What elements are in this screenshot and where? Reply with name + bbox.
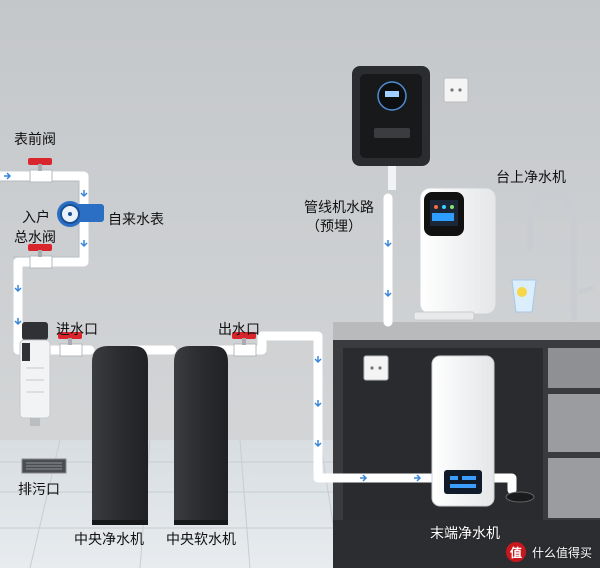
- wall-socket: [443, 77, 469, 103]
- kitchen-faucet: [527, 192, 594, 321]
- main-inlet-valve: [28, 244, 53, 269]
- label-pipeline-unit-line2: （预埋）: [306, 219, 362, 235]
- label-water-meter: 自来水表: [108, 212, 164, 228]
- terminal-purifier-unit: [431, 355, 495, 507]
- label-pre-meter-valve: 表前阀: [14, 132, 56, 148]
- sink-drain: [505, 491, 535, 503]
- pre-meter-valve: [28, 158, 53, 183]
- floor-drain: [21, 458, 67, 474]
- watermark-badge: 值: [505, 542, 526, 562]
- countertop-purifier-unit: [413, 187, 497, 321]
- label-water-outlet: 出水口: [218, 322, 260, 338]
- label-drain-outlet: 排污口: [18, 482, 60, 498]
- watermark: 值 什么值得买: [505, 542, 592, 562]
- watermark-text: 什么值得买: [531, 545, 592, 560]
- label-main-inlet-valve-line2: 总水阀: [14, 230, 56, 246]
- cabinet-socket: [363, 355, 389, 381]
- label-pipeline-unit-line1: 管线机水路: [304, 200, 374, 216]
- water-glass: [511, 279, 537, 313]
- pre-filter: [19, 322, 51, 426]
- label-central-softener: 中央软水机: [166, 532, 236, 548]
- label-main-inlet-valve-line1: 入户: [22, 210, 50, 226]
- label-central-purifier: 中央净水机: [74, 532, 144, 548]
- central-softener-unit: [174, 346, 228, 525]
- label-terminal-purifier: 末端净水机: [430, 526, 500, 542]
- central-purifier-unit: [92, 346, 148, 525]
- outlet-valve: [232, 332, 257, 357]
- label-water-inlet: 进水口: [56, 322, 98, 338]
- pipeline-drinking-unit: [352, 66, 430, 190]
- water-meter: [57, 201, 104, 227]
- label-countertop-purifier: 台上净水机: [496, 170, 566, 186]
- inlet-valve: [58, 332, 83, 357]
